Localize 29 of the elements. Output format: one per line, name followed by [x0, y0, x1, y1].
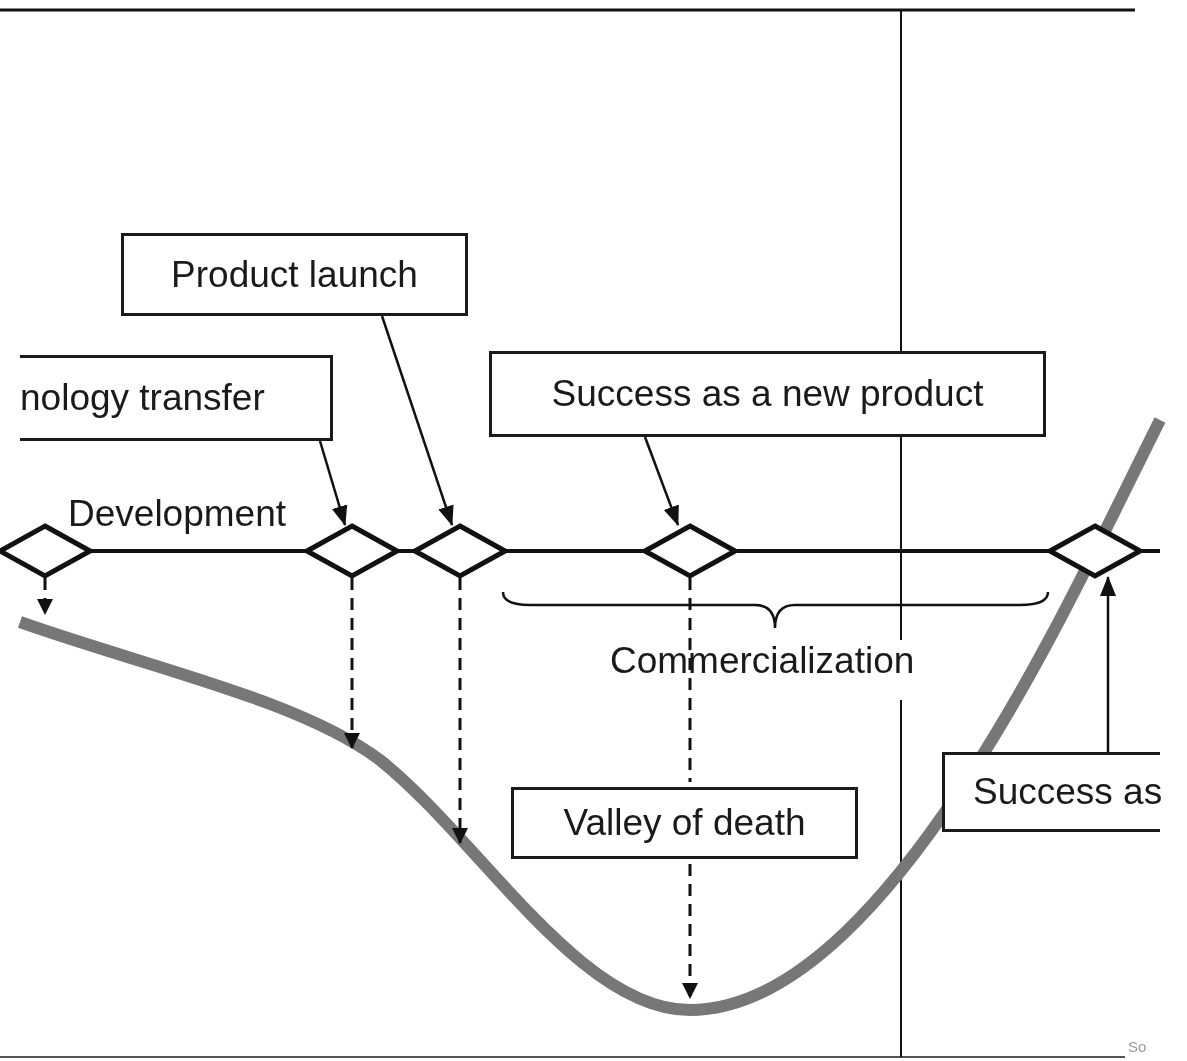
timeline-line — [1140, 549, 1160, 553]
callout-text: Success as — [973, 771, 1163, 813]
callout-box — [489, 351, 1046, 437]
arrow — [643, 436, 680, 526]
arrow — [318, 440, 348, 526]
milestone-diamond — [304, 523, 400, 579]
timeline-line — [505, 549, 645, 553]
callout-text: Valley of death — [563, 802, 806, 844]
dashed-arrow — [37, 578, 53, 615]
milestone-diamond — [642, 523, 738, 579]
callout-text: Product launch — [171, 253, 418, 296]
milestone-diamond — [412, 523, 508, 579]
timeline-line — [90, 549, 307, 553]
timeline-line — [735, 549, 1050, 553]
phase-label: Commercialization — [610, 640, 915, 682]
arrow — [380, 315, 454, 526]
callout-box — [20, 355, 333, 441]
dashed-arrow — [682, 576, 698, 1000]
callout-text: nology transfer — [20, 377, 265, 419]
source-note: So — [1128, 1038, 1147, 1055]
arrow — [1100, 576, 1116, 752]
callout-text: Success as a new product — [551, 373, 984, 415]
milestone-diamond — [1047, 523, 1143, 579]
callout-box — [942, 752, 1160, 832]
callout-box — [121, 233, 468, 316]
callout-box — [511, 787, 858, 859]
dashed-arrow — [452, 578, 468, 844]
dashed-arrow — [344, 578, 360, 749]
phase-label: Development — [68, 493, 286, 535]
